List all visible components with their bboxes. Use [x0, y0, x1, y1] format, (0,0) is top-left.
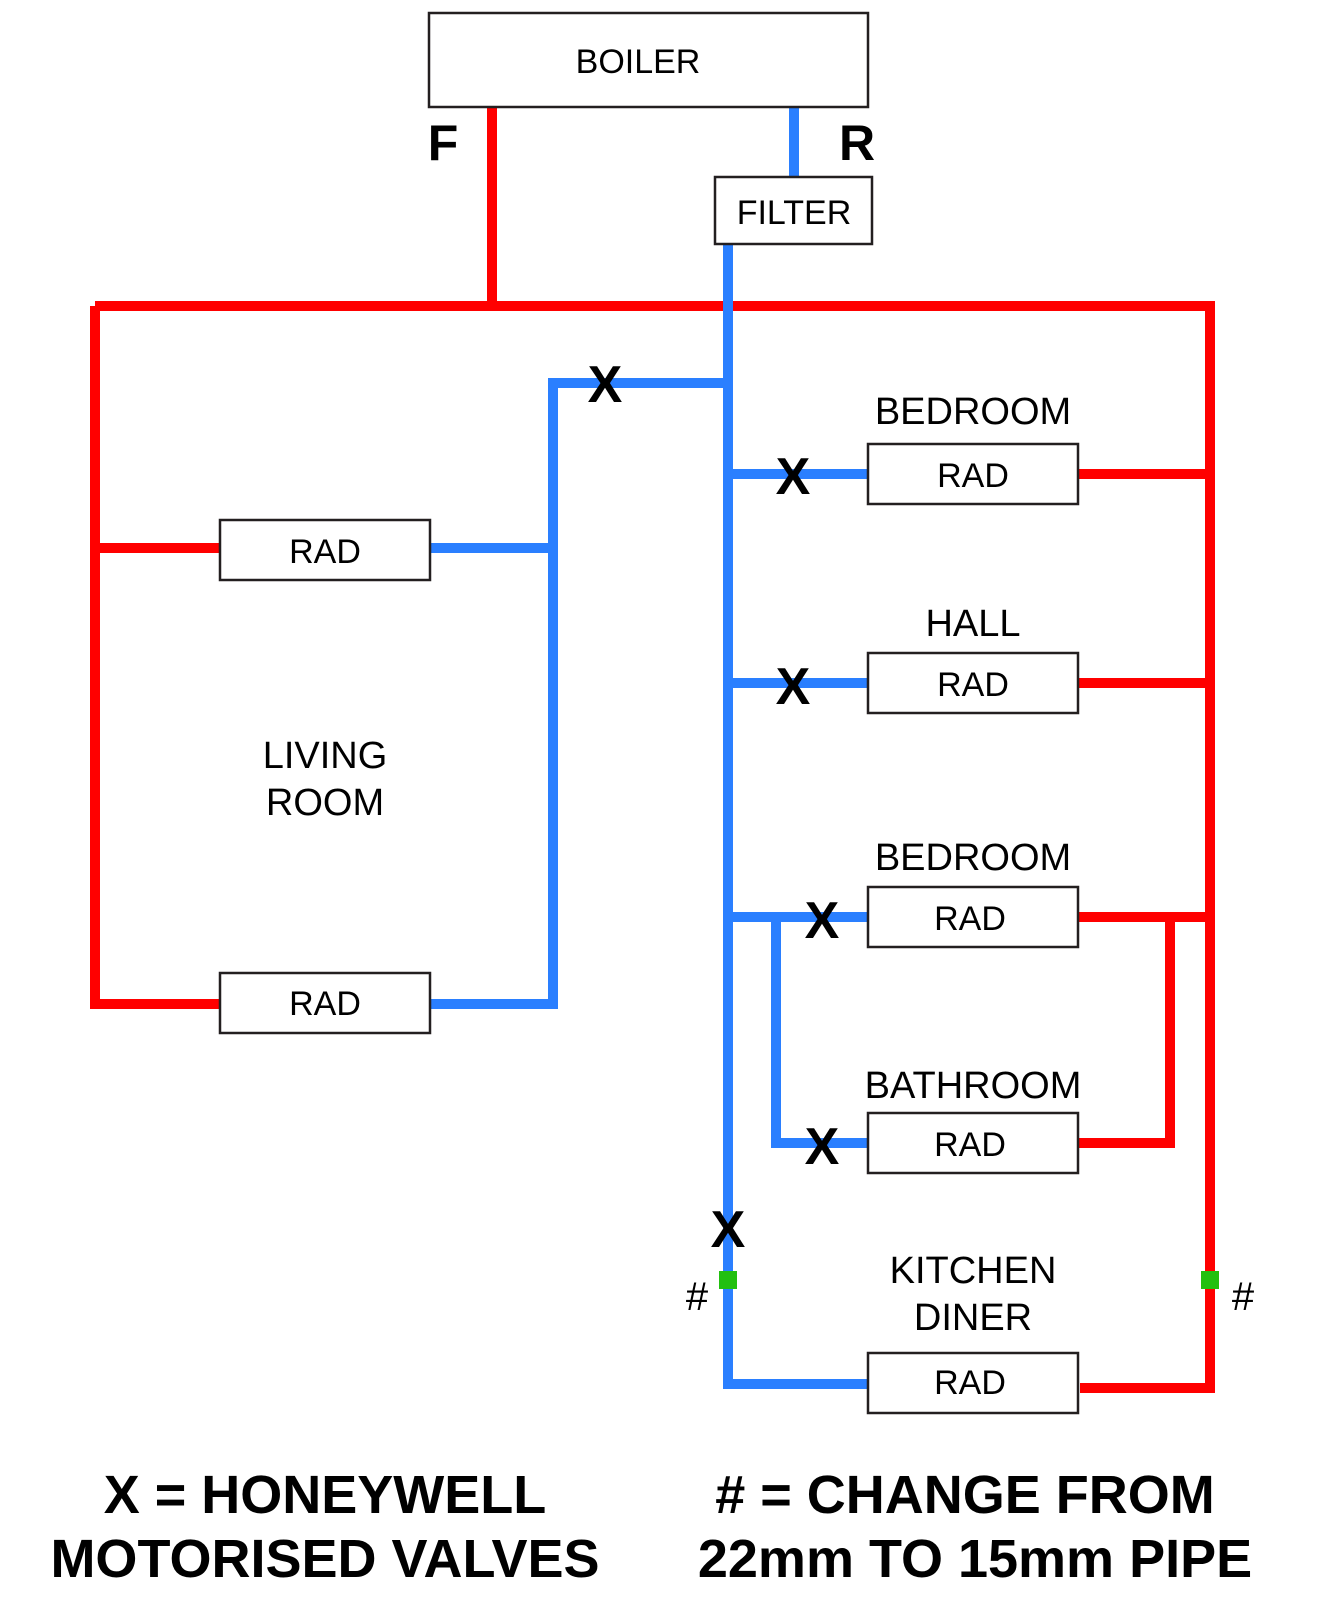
pipe-change-marker-return	[719, 1271, 737, 1289]
flow-label: F	[428, 115, 459, 171]
return-living	[430, 378, 728, 1009]
living-room-rad-1-label: RAD	[289, 533, 361, 571]
filter	[713, 175, 874, 246]
kitchen-diner-rad	[866, 1351, 1080, 1415]
pipe-change-label-return: #	[686, 1275, 709, 1319]
boiler	[427, 11, 870, 109]
bedroom-2-label: BEDROOM	[875, 837, 1071, 879]
living-room-label-2: ROOM	[266, 782, 384, 824]
valve-bedroom-1: X	[776, 448, 811, 506]
bathroom-rad-label: RAD	[934, 1126, 1006, 1164]
valve-hall: X	[776, 658, 811, 716]
legend-valve-line-2: MOTORISED VALVES	[50, 1529, 599, 1589]
return-pipes	[430, 107, 868, 1389]
living-room-rad-2	[218, 971, 432, 1035]
hall-label: HALL	[925, 603, 1020, 645]
return-bathroom	[771, 917, 868, 1148]
bedroom-1-label: BEDROOM	[875, 391, 1071, 433]
pipe-change-label-flow: #	[1232, 1275, 1255, 1319]
bedroom-2-rad	[866, 885, 1080, 949]
valve-kitchen-diner: X	[711, 1201, 746, 1259]
bedroom-1-rad	[866, 442, 1080, 506]
bedroom-1-rad-label: RAD	[937, 457, 1009, 495]
return-main	[723, 243, 868, 1389]
living-room-rad-2-label: RAD	[289, 985, 361, 1023]
kitchen-diner-label-1: KITCHEN	[890, 1250, 1057, 1292]
legend-valve-line-1: X = HONEYWELL	[104, 1465, 547, 1525]
return-label: R	[839, 115, 875, 171]
living-room-label-1: LIVING	[263, 735, 388, 777]
valve-bathroom: X	[805, 1118, 840, 1176]
valve-living-room: X	[588, 356, 623, 414]
kitchen-diner-label-2: DINER	[914, 1297, 1032, 1339]
bathroom-rad	[866, 1111, 1080, 1175]
flow-bathroom	[1078, 917, 1175, 1148]
valve-bedroom-2: X	[805, 892, 840, 950]
flow-pipes	[90, 107, 1215, 1393]
filter-label: FILTER	[737, 194, 852, 232]
kitchen-diner-rad-label: RAD	[934, 1364, 1006, 1402]
boiler-label: BOILER	[576, 43, 701, 81]
hall-rad-label: RAD	[937, 666, 1009, 704]
bedroom-2-rad-label: RAD	[934, 900, 1006, 938]
living-room-rad-1	[218, 518, 432, 582]
bathroom-label: BATHROOM	[865, 1065, 1082, 1107]
flow-ring	[95, 301, 1215, 1393]
pipe-change-marker-flow	[1201, 1271, 1219, 1289]
legend-change-line-1: # = CHANGE FROM	[715, 1465, 1215, 1525]
flow-left-riser	[90, 306, 220, 1009]
hall-rad	[866, 651, 1080, 715]
legend-change-line-2: 22mm TO 15mm PIPE	[698, 1529, 1252, 1589]
